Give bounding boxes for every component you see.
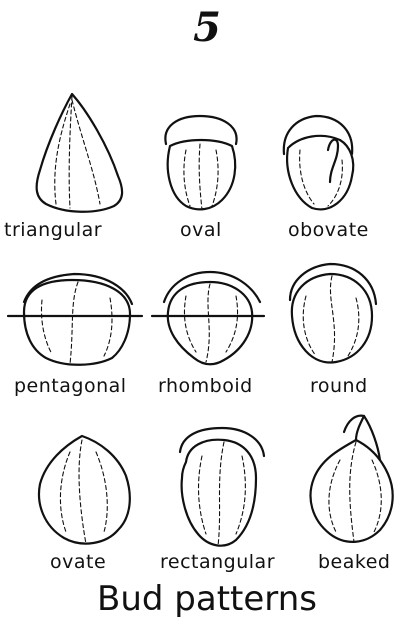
figure-caption: Bud patterns bbox=[0, 580, 414, 618]
bud-label-round: round bbox=[310, 376, 368, 396]
bud-beaked-drawing bbox=[311, 416, 393, 542]
bud-label-ovate: ovate bbox=[50, 552, 106, 572]
bud-rectangular-drawing bbox=[180, 428, 264, 546]
bud-ovate-drawing bbox=[39, 436, 130, 544]
bud-oval-drawing bbox=[165, 116, 236, 210]
bud-label-rectangular: rectangular bbox=[160, 552, 275, 572]
bud-round-drawing bbox=[290, 264, 376, 362]
bud-label-oval: oval bbox=[180, 220, 222, 240]
bud-label-obovate: obovate bbox=[288, 220, 369, 240]
bud-triangular-drawing bbox=[37, 94, 122, 212]
bud-pentagonal-drawing bbox=[8, 274, 142, 365]
bud-label-pentagonal: pentagonal bbox=[14, 376, 127, 396]
bud-rhomboid-drawing bbox=[152, 272, 264, 364]
bud-obovate-drawing bbox=[284, 116, 353, 209]
bud-label-beaked: beaked bbox=[318, 552, 390, 572]
bud-label-rhomboid: rhomboid bbox=[158, 376, 253, 396]
bud-label-triangular: triangular bbox=[4, 220, 102, 240]
